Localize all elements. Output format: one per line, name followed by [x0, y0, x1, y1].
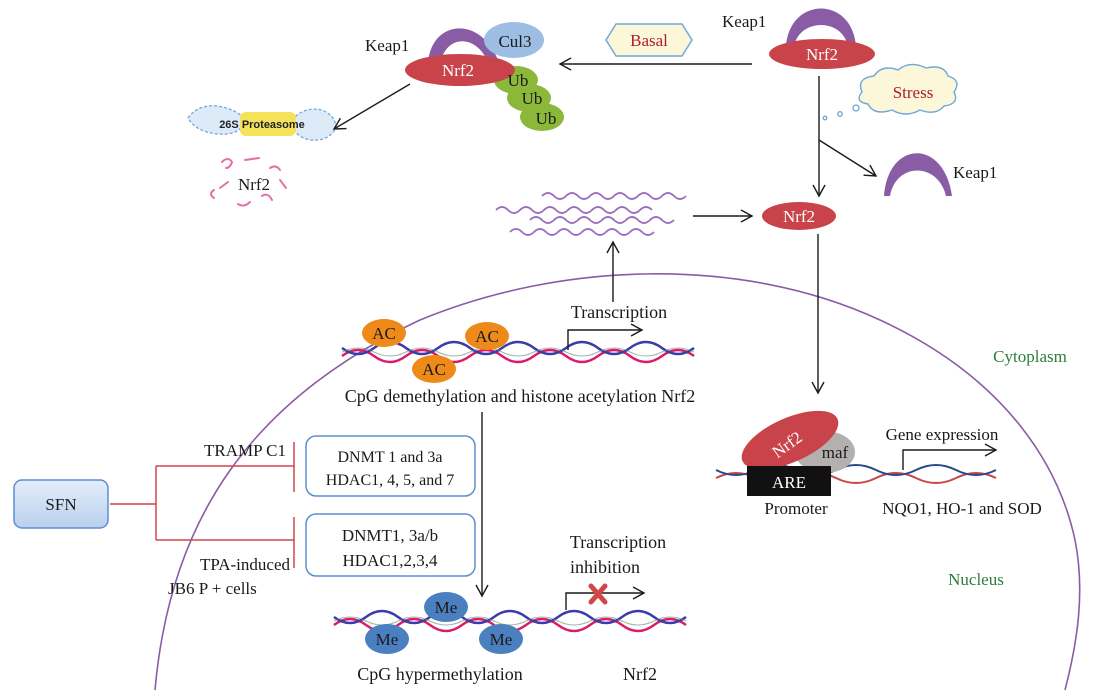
- transcription-start-arrow: [567, 323, 644, 350]
- nuclear-membrane: [154, 273, 1081, 691]
- inhibition-label-line2: inhibition: [570, 557, 640, 577]
- ac-2-label: AC: [475, 327, 499, 346]
- block-x-icon: [588, 583, 608, 605]
- box2-line2: HDAC1,2,3,4: [343, 551, 438, 570]
- tpa-label-line2: JB6 P + cells: [168, 579, 257, 598]
- gene-expression-arrow: [902, 443, 998, 470]
- keap1-released-label: Keap1: [953, 163, 997, 182]
- box1-line2: HDAC1, 4, 5, and 7: [326, 472, 454, 489]
- mrna-strands: [495, 192, 687, 236]
- ac-3-label: AC: [422, 360, 446, 379]
- nrf2-free-shape: [762, 202, 836, 230]
- stress-label: Stress: [893, 83, 934, 102]
- nrf2-gene-label: Nrf2: [623, 664, 657, 684]
- box1-line1: DNMT 1 and 3a: [337, 449, 442, 466]
- me-1-label: Me: [435, 598, 458, 617]
- keap1-right-shape: [786, 8, 856, 46]
- degraded-nrf2-fragments: [210, 157, 287, 207]
- cul3-shape: [484, 22, 544, 58]
- proteasome-label: 26S Proteasome: [219, 119, 305, 131]
- ub-3-shape: [520, 103, 564, 131]
- nrf2-right-label: Nrf2: [806, 45, 838, 64]
- ac-1-label: AC: [372, 324, 396, 343]
- transcription-label: Transcription: [571, 302, 667, 322]
- nrf2-complex-shape: [405, 54, 515, 86]
- me-3-label: Me: [490, 630, 513, 649]
- are-label: ARE: [772, 473, 806, 492]
- keap1-release-arrow: [818, 139, 878, 177]
- box2-line1: DNMT1, 3a/b: [342, 526, 438, 545]
- maf-label: maf: [822, 443, 849, 462]
- dna-methylated: Me Me Me: [333, 592, 687, 654]
- hypermethylation-caption: CpG hypermethylation: [357, 664, 522, 684]
- are-box: [747, 466, 831, 496]
- basal-label: Basal: [630, 31, 668, 50]
- keap1-right-label: Keap1: [722, 12, 766, 31]
- dna-acetylated: AC AC AC: [341, 319, 695, 383]
- demethylation-caption: CpG demethylation and histone acetylatio…: [345, 386, 695, 406]
- sfn-box: SFN: [13, 479, 109, 529]
- stress-cloud: Stress: [822, 63, 958, 121]
- dnmt-hdac-box-2: DNMT1, 3a/b HDAC1,2,3,4: [305, 513, 476, 577]
- cul3-label: Cul3: [498, 32, 531, 51]
- nrf2-degraded-label: Nrf2: [238, 175, 270, 194]
- tramp-label: TRAMP C1: [204, 441, 286, 460]
- me-2-label: Me: [376, 630, 399, 649]
- ub-1-label: Ub: [508, 71, 529, 90]
- nucleus-region-label: Nucleus: [948, 570, 1004, 589]
- are-promoter-complex: Nrf2 maf ARE: [715, 410, 997, 496]
- sfn-label: SFN: [45, 495, 76, 514]
- gene-expression-label: Gene expression: [886, 425, 999, 444]
- degradation-arrow: [332, 83, 411, 130]
- keap1-shape: [428, 28, 498, 64]
- inhibition-label-line1: Transcription: [570, 532, 666, 552]
- nrf2-complex-label: Nrf2: [442, 61, 474, 80]
- tpa-label-line1: TPA-induced: [200, 555, 291, 574]
- ub-3-label: Ub: [536, 109, 557, 128]
- dnmt-hdac-box-1: DNMT 1 and 3a HDAC1, 4, 5, and 7: [305, 435, 476, 497]
- ub-2-label: Ub: [522, 89, 543, 108]
- keap1-left-label: Keap1: [365, 36, 409, 55]
- promoter-label: Promoter: [764, 499, 828, 518]
- cytoplasm-region-label: Cytoplasm: [993, 347, 1067, 366]
- nrf2-bound-shape: [741, 410, 839, 470]
- blocked-transcription-arrow: [565, 586, 646, 610]
- sfn-inhibition-lines: [110, 442, 295, 568]
- nrf2-free-label: Nrf2: [783, 207, 815, 226]
- target-genes-label: NQO1, HO-1 and SOD: [882, 499, 1042, 518]
- keap1-nrf2-cul3-ub-complex: Nrf2 Cul3 Ub Ub Ub: [405, 22, 564, 131]
- nrf2-right-shape: [769, 39, 875, 69]
- proteasome: 26S Proteasome: [187, 105, 337, 141]
- basal-badge: Basal: [605, 23, 693, 57]
- keap1-released-shape: [884, 153, 952, 196]
